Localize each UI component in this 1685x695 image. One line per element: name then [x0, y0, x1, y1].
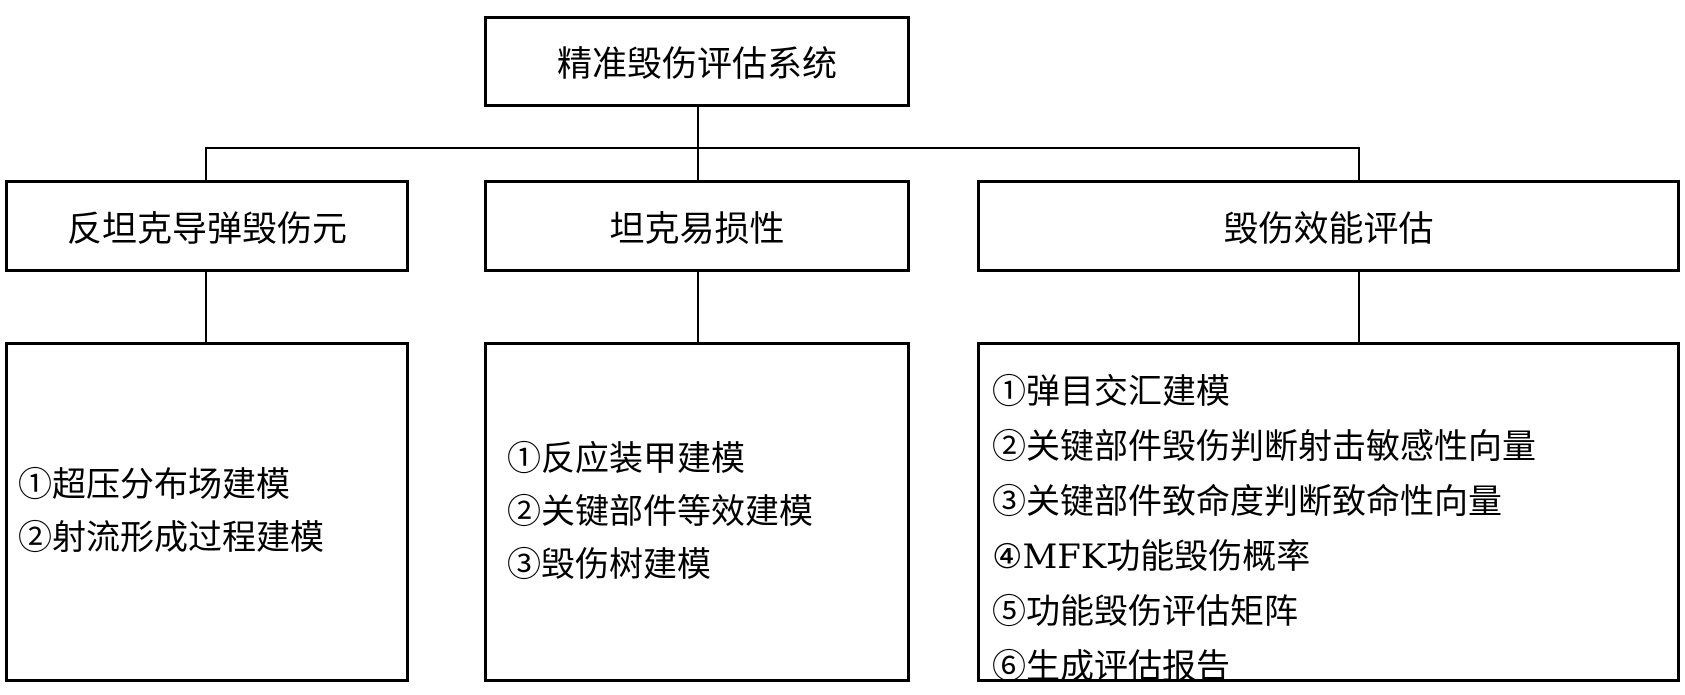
connector-branch-2-to-detail — [697, 270, 699, 344]
root-node-label: 精准毁伤评估系统 — [556, 45, 837, 85]
connector-to-branch-1 — [205, 147, 207, 182]
list-item: ⑥生成评估报告 — [992, 647, 1230, 687]
root-node: 精准毁伤评估系统 — [484, 16, 910, 107]
connector-root-down — [697, 106, 699, 149]
connector-branch-3-to-detail — [1358, 270, 1360, 344]
list-item: ②关键部件等效建模 — [507, 491, 813, 532]
connector-to-branch-3 — [1358, 147, 1360, 182]
list-item: ③关键部件致命度判断致命性向量 — [992, 482, 1502, 522]
connector-to-branch-2 — [697, 147, 699, 182]
branch-node-tank-vulnerability: 坦克易损性 — [484, 180, 910, 272]
list-item: ②射流形成过程建模 — [18, 518, 324, 558]
detail-node-tank-vulnerability: ①反应装甲建模 ②关键部件等效建模 ③毁伤树建模 — [484, 342, 910, 682]
branch-node-label: 毁伤效能评估 — [1223, 209, 1434, 250]
branch-node-label: 坦克易损性 — [609, 209, 785, 250]
list-item: ④MFK功能毁伤概率 — [992, 537, 1311, 577]
list-item: ①弹目交汇建模 — [992, 372, 1230, 412]
list-item: ③毁伤树建模 — [507, 544, 711, 585]
list-item: ②关键部件毁伤判断射击敏感性向量 — [992, 427, 1536, 467]
detail-node-damage-effectiveness: ①弹目交汇建模 ②关键部件毁伤判断射击敏感性向量 ③关键部件致命度判断致命性向量… — [977, 342, 1680, 687]
branch-node-damage-effectiveness: 毁伤效能评估 — [977, 180, 1680, 272]
list-item: ⑤功能毁伤评估矩阵 — [992, 592, 1298, 632]
detail-node-antitank-warhead: ①超压分布场建模 ②射流形成过程建模 — [5, 342, 409, 682]
list-item: ①反应装甲建模 — [507, 438, 745, 479]
connector-horizontal-bus — [205, 147, 1360, 149]
list-item: ①超压分布场建模 — [18, 465, 290, 505]
branch-node-antitank-warhead: 反坦克导弹毁伤元 — [5, 180, 409, 272]
branch-node-label: 反坦克导弹毁伤元 — [66, 209, 347, 250]
connector-branch-1-to-detail — [205, 270, 207, 344]
